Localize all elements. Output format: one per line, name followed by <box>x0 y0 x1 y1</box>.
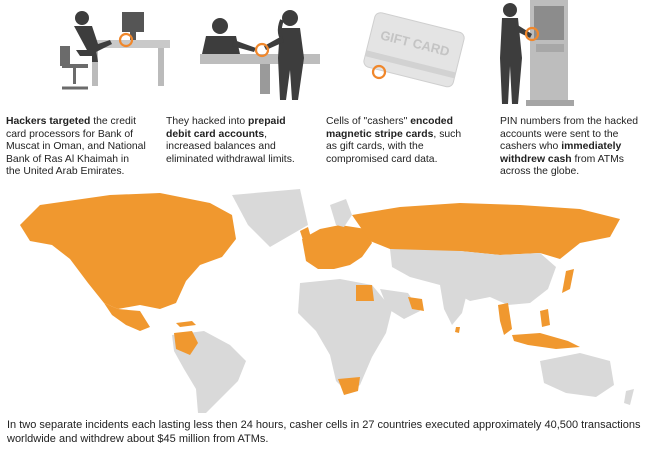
map-region-scandinavia <box>330 199 352 227</box>
map-region-indonesia <box>512 333 580 349</box>
map-region-asia <box>390 249 556 305</box>
step-2-panel: They hacked into prepaid debit card acco… <box>160 0 320 200</box>
atm-withdrawal-icon <box>500 0 574 106</box>
map-region-russia <box>352 203 620 259</box>
map-region-caribbean <box>176 321 196 327</box>
map-region-mexico <box>104 303 150 331</box>
map-region-new-zealand <box>624 389 634 405</box>
footer-note: In two separate incidents each lasting l… <box>7 419 641 445</box>
step-4-panel: PIN numbers from the hacked accounts wer… <box>490 0 650 200</box>
map-region-philippines <box>540 309 550 327</box>
world-map <box>20 189 634 413</box>
step-4-caption: PIN numbers from the hacked accounts wer… <box>500 116 639 178</box>
map-region-thailand-malaysia <box>498 303 512 335</box>
office-worker-at-computer-icon <box>60 11 170 90</box>
map-region-africa <box>298 279 392 393</box>
map-region-uk <box>300 227 312 243</box>
map-region-south-africa <box>338 377 360 395</box>
map-region-europe <box>302 225 372 269</box>
step-1-panel: Hackers targeted the credit card process… <box>0 0 170 200</box>
map-region-canada-usa <box>20 193 236 309</box>
map-region-japan <box>562 269 574 293</box>
map-region-india <box>440 285 468 325</box>
step-3-panel: GIFT CARD Cells of "cashers" encoded mag… <box>320 0 490 200</box>
gift-card-icon: GIFT CARD <box>363 12 465 88</box>
map-region-egypt <box>356 285 374 301</box>
map-region-uae-oman <box>408 297 424 311</box>
map-region-sri-lanka <box>455 327 460 333</box>
map-region-greenland <box>232 189 308 247</box>
step-3-caption: Cells of "cashers" encoded magnetic stri… <box>326 116 462 165</box>
map-region-arabia <box>380 289 420 319</box>
step-2-caption: They hacked into prepaid debit card acco… <box>166 116 295 165</box>
map-region-australia <box>540 353 614 397</box>
bank-counter-icon <box>200 10 320 100</box>
map-region-colombia <box>174 331 198 355</box>
step-1-caption: Hackers targeted the credit card process… <box>6 116 146 178</box>
